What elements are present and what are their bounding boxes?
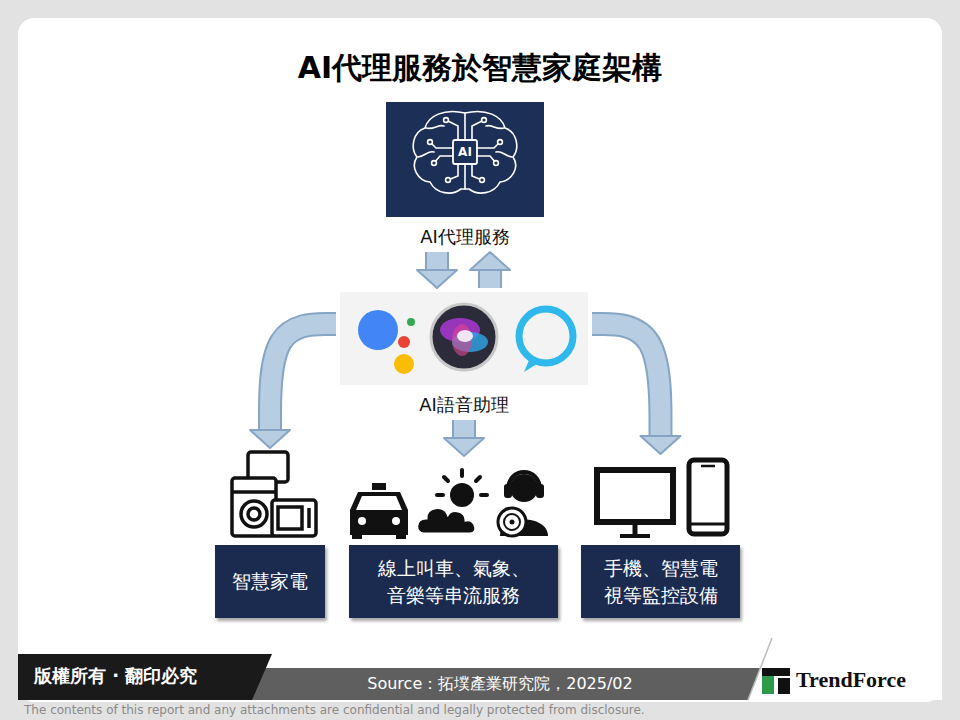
arrow-head <box>641 436 681 454</box>
footer-band <box>18 638 942 700</box>
arrow-outline <box>452 420 476 439</box>
box-label: 線上叫車、氣象、 音樂等串流服務 <box>349 545 558 618</box>
arrow-shaft <box>592 324 661 437</box>
flow-arrow <box>470 252 510 288</box>
brain-illustration <box>386 102 544 217</box>
service-box: 手機、智慧電 視等監控設備 <box>581 458 740 618</box>
confidentiality-note: The contents of this report and any atta… <box>24 702 924 718</box>
arrow-head <box>417 270 457 288</box>
arrow-outline <box>270 324 336 431</box>
box-label: 智慧家電 <box>215 545 325 618</box>
node-caption: AI代理服務 <box>418 226 512 249</box>
arrow-head <box>444 438 484 456</box>
agent-node: AI代理服務 <box>386 102 544 248</box>
arrow-outline <box>425 252 449 271</box>
box-label: 手機、智慧電 視等監控設備 <box>581 545 740 618</box>
arrow-shaft <box>454 420 474 439</box>
arrow-head <box>250 430 290 448</box>
service-icons <box>350 470 548 539</box>
node-caption: AI語音助理 <box>417 394 511 417</box>
brand-logo: TrendForce <box>796 666 940 694</box>
copyright-note: 版權所有 · 翻印必究 <box>34 664 259 688</box>
flow-arrow <box>444 420 484 456</box>
arrow-shaft <box>270 324 336 431</box>
arrow-outline <box>478 269 502 288</box>
assistant-node: AI語音助理 <box>340 292 588 416</box>
arrow-outline <box>592 324 661 437</box>
arrow-head <box>470 252 510 270</box>
diagram-title: AI代理服務於智慧家庭架構 <box>0 48 960 89</box>
service-box: 線上叫車、氣象、 音樂等串流服務 <box>349 460 558 618</box>
appliance-icon <box>232 452 316 536</box>
device-icons <box>597 460 727 536</box>
source-note: Source：拓墣產業研究院，2025/02 <box>290 673 710 695</box>
chip-label: AI <box>453 141 477 163</box>
flow-arrow <box>417 252 457 288</box>
arrow-shaft <box>480 269 500 288</box>
flow-arrow <box>592 324 681 454</box>
card <box>18 18 942 702</box>
service-box: 智慧家電 <box>215 452 325 618</box>
assistant-logos <box>340 292 588 385</box>
flow-arrow <box>250 324 336 448</box>
arrow-shaft <box>427 252 447 271</box>
